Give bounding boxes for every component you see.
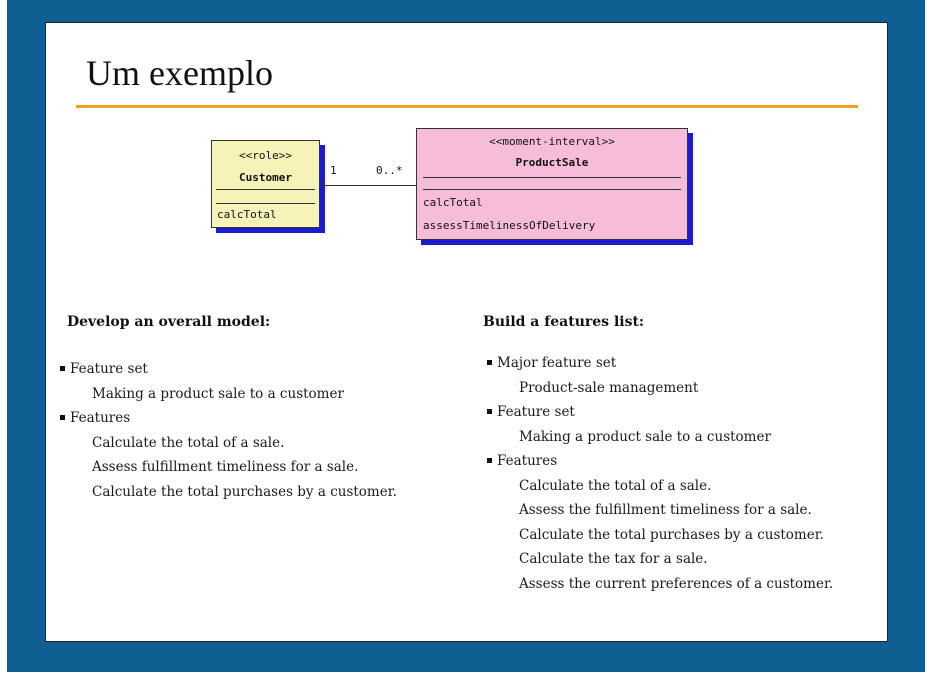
customer-divider-2 — [216, 203, 315, 204]
productsale-method-1: calcTotal — [423, 196, 483, 209]
left-column-heading: Develop an overall model: — [67, 314, 271, 330]
list-item: Assess the current preferences of a cust… — [519, 575, 834, 592]
list-item: Making a product sale to a customer — [92, 385, 344, 402]
list-item: Making a product sale to a customer — [519, 428, 771, 445]
list-item: Calculate the total purchases by a custo… — [92, 483, 397, 500]
bullet-icon — [487, 360, 492, 365]
customer-method: calcTotal — [217, 208, 277, 221]
bullet-icon — [487, 409, 492, 414]
productsale-divider-2 — [423, 189, 681, 190]
association-line — [319, 185, 416, 186]
customer-divider-1 — [216, 189, 315, 190]
list-item: Product-sale management — [519, 379, 699, 396]
right-feature-list: Major feature set Product-sale managemen… — [487, 351, 833, 596]
customer-class-box: <<role>> Customer calcTotal — [211, 140, 320, 228]
list-item: Feature set — [60, 357, 397, 382]
slide-title: Um exemplo — [86, 53, 273, 93]
list-item: Calculate the total of a sale. — [92, 434, 285, 451]
list-item: Features — [60, 406, 397, 431]
list-item: Calculate the total of a sale. — [519, 477, 712, 494]
association-multiplicity-left: 1 — [330, 164, 337, 177]
right-column-heading: Build a features list: — [483, 314, 645, 330]
list-item: Calculate the tax for a sale. — [519, 551, 708, 567]
productsale-stereotype: <<moment-interval>> — [489, 135, 615, 148]
bullet-icon — [60, 366, 65, 371]
list-item: Features — [487, 449, 833, 474]
list-item: Feature set — [487, 400, 833, 425]
association-multiplicity-right: 0..* — [376, 164, 403, 177]
bullet-icon — [60, 415, 65, 420]
left-feature-list: Feature set Making a product sale to a c… — [60, 357, 397, 504]
customer-stereotype: <<role>> — [239, 149, 292, 162]
bullet-icon — [487, 458, 492, 463]
list-item: Assess fulfillment timeliness for a sale… — [92, 459, 359, 475]
productsale-divider-1 — [423, 177, 681, 178]
list-item: Assess the fulfillment timeliness for a … — [519, 502, 812, 518]
list-item: Calculate the total purchases by a custo… — [519, 526, 824, 543]
productsale-class-box: <<moment-interval>> ProductSale calcTota… — [416, 128, 688, 240]
productsale-method-2: assessTimelinessOfDelivery — [423, 219, 596, 232]
productsale-class-name: ProductSale — [515, 156, 589, 169]
slide-canvas: Um exemplo <<role>> Customer calcTotal 1… — [45, 22, 888, 642]
list-item: Major feature set — [487, 351, 833, 376]
title-underline — [76, 105, 858, 108]
customer-class-name: Customer — [239, 171, 292, 184]
